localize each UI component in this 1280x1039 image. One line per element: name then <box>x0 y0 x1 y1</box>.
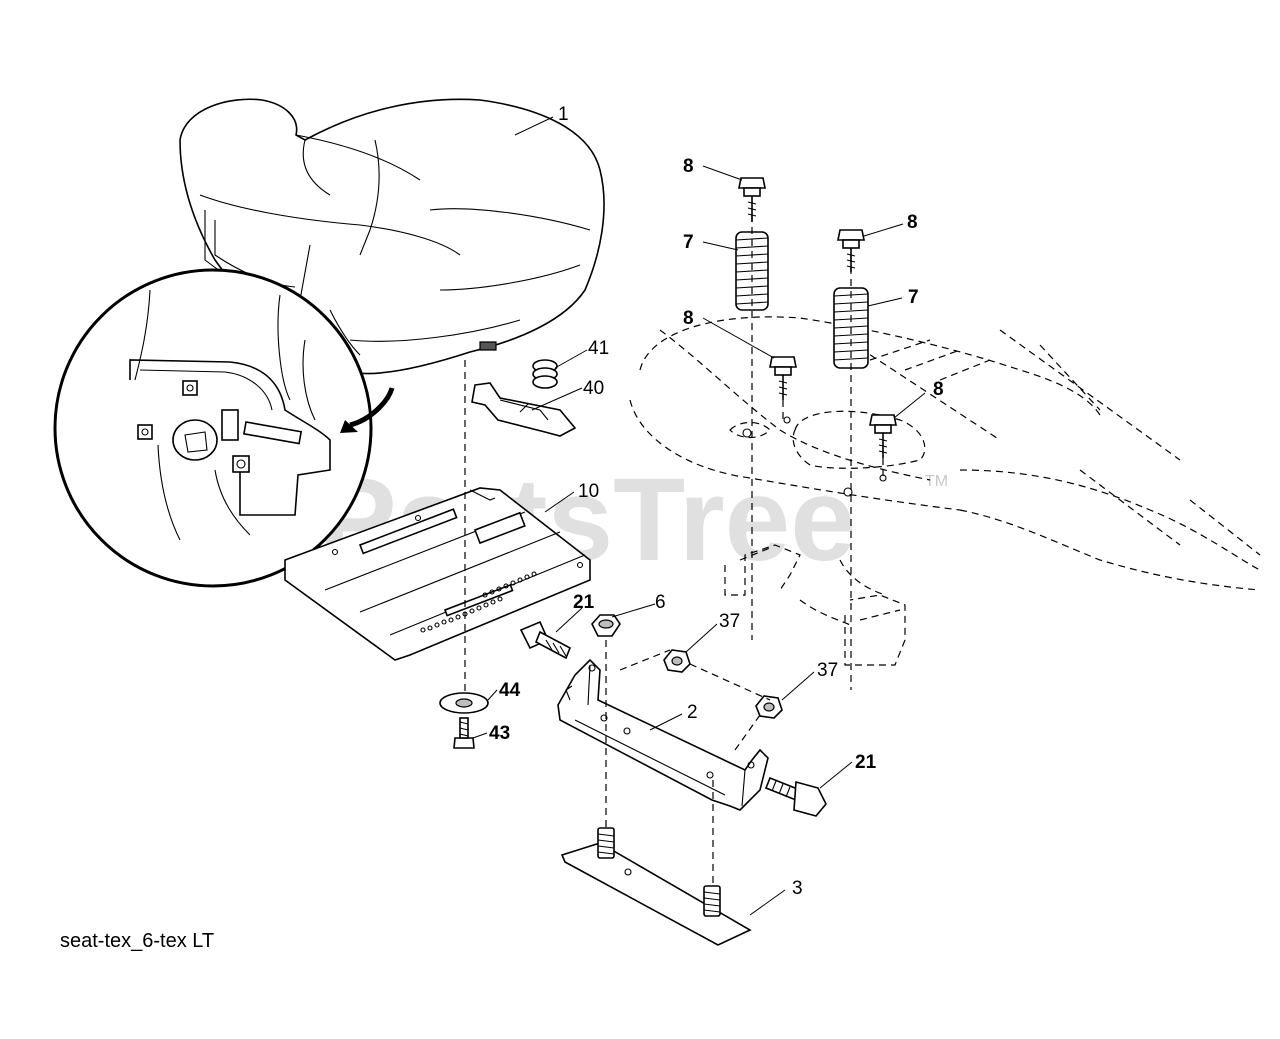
screw <box>453 717 475 749</box>
bolt-8-mid-left <box>769 356 797 420</box>
callout-8-mid-left: 8 <box>683 308 694 329</box>
callout-8-mid-right: 8 <box>933 379 944 400</box>
washer <box>439 692 489 714</box>
callout-3: 3 <box>792 878 803 899</box>
callout-1: 1 <box>558 104 569 125</box>
bolt-8-mid-right <box>869 414 897 476</box>
callout-43: 43 <box>489 723 510 744</box>
nut-37-upper <box>663 649 691 673</box>
bolt-8-top-left <box>738 177 766 222</box>
small-spring <box>532 359 558 389</box>
seat-pan-holes <box>420 571 537 633</box>
mower-frame-outline <box>629 316 1261 666</box>
callout-8-top-right: 8 <box>907 212 918 233</box>
seat-bracket <box>557 658 769 811</box>
callout-2: 2 <box>687 702 698 723</box>
watermark-trademark: TM <box>925 473 948 490</box>
callout-7-left: 7 <box>683 232 694 253</box>
callout-21-lower: 21 <box>855 752 877 773</box>
callout-8-top-left: 8 <box>683 156 694 177</box>
callout-41: 41 <box>588 338 609 359</box>
callout-7-right: 7 <box>908 287 919 308</box>
bolt-21-lower <box>764 776 827 817</box>
callout-37-lower: 37 <box>817 660 838 681</box>
callout-21-upper: 21 <box>573 592 595 613</box>
bolt-8-top-right <box>837 229 865 272</box>
detail-arrow <box>340 387 395 433</box>
callouts: 1 8 8 7 7 8 8 41 40 10 21 6 37 37 2 21 3… <box>489 104 944 899</box>
callout-37-upper: 37 <box>719 611 740 632</box>
callout-40: 40 <box>583 378 604 399</box>
detail-inset <box>53 268 373 588</box>
seat-pan <box>284 487 591 661</box>
nut-37-lower <box>755 695 783 719</box>
callout-44: 44 <box>499 680 521 701</box>
callout-10: 10 <box>578 481 599 502</box>
seat-clip <box>471 382 577 437</box>
spring-left <box>735 231 769 311</box>
callout-6: 6 <box>655 592 666 613</box>
mounting-plate <box>560 827 752 946</box>
diagram-caption: seat-tex_6-tex LT <box>60 930 214 952</box>
leader-lines <box>472 116 926 916</box>
nut-6 <box>591 614 621 637</box>
bolt-21-upper <box>519 620 572 660</box>
